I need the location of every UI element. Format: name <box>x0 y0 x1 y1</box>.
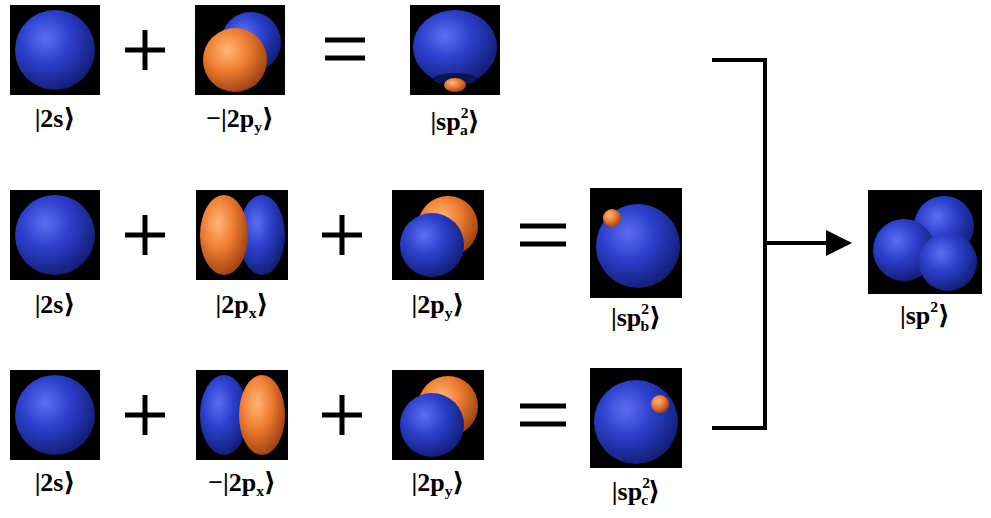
subscript: c <box>641 491 648 508</box>
ket-label: |sp2⟩ <box>900 298 950 331</box>
ket-text: ⟩ <box>264 468 276 497</box>
subscript: b <box>640 317 649 334</box>
ket-text: ⟩ <box>453 290 465 319</box>
ket-text: ⟩ <box>648 477 660 506</box>
orbital-2px-neg <box>196 370 288 460</box>
superscript: 2 <box>461 104 469 121</box>
ket-text: |2s⟩ <box>35 468 76 497</box>
ket-label: −|2px⟩ <box>208 468 276 500</box>
orbital-sp2a <box>410 5 500 95</box>
ket-label: |2s⟩ <box>35 468 76 498</box>
ket-label: |sp2b⟩ <box>611 300 661 335</box>
orbital-sp2c <box>590 368 682 468</box>
orbital-2s <box>10 5 100 95</box>
ket-text: |2s⟩ <box>35 104 76 133</box>
ket-text: ⟩ <box>938 301 950 330</box>
operator-signs <box>125 30 566 435</box>
ket-text: |sp <box>900 301 930 330</box>
orbital-2s <box>10 370 100 460</box>
ket-text: |2p <box>412 290 445 319</box>
ket-text: ⟩ <box>468 107 480 136</box>
superscript: 2 <box>641 300 649 317</box>
orbital-2py <box>392 370 484 460</box>
orbital-2s <box>10 190 100 280</box>
subscript: x <box>249 304 257 321</box>
ket-text: |sp <box>611 303 641 332</box>
ket-label: |2s⟩ <box>35 290 76 320</box>
subscript: y <box>254 118 262 135</box>
orbital-2px <box>196 190 288 280</box>
ket-text: |2s⟩ <box>35 290 76 319</box>
ket-text: −|2p <box>206 104 254 133</box>
ket-text: ⟩ <box>649 303 661 332</box>
ket-label: |sp2a⟩ <box>430 104 479 139</box>
ket-text: ⟩ <box>453 468 465 497</box>
bracket-arrow <box>712 60 852 428</box>
orbital-sp2 <box>868 190 982 294</box>
subscript: y <box>445 304 453 321</box>
orbital-2py-neg <box>195 5 285 95</box>
ket-text: |2p <box>216 290 249 319</box>
ket-text: |sp <box>612 477 642 506</box>
ket-text: −|2p <box>208 468 256 497</box>
ket-text: ⟩ <box>257 290 269 319</box>
orbital-sp2b <box>590 188 682 298</box>
ket-label: |2s⟩ <box>35 104 76 134</box>
subscript: x <box>256 482 264 499</box>
ket-text: ⟩ <box>262 104 274 133</box>
ket-text: |2p <box>412 468 445 497</box>
ket-label: |sp2c⟩ <box>612 474 660 509</box>
orbital-2py <box>392 190 484 280</box>
superscript: 2 <box>930 298 938 315</box>
subscript: a <box>460 121 468 138</box>
ket-text: |sp <box>430 107 460 136</box>
ket-label: −|2py⟩ <box>206 104 274 136</box>
subscript: y <box>445 482 453 499</box>
ket-label: |2py⟩ <box>412 290 465 322</box>
ket-label: |2px⟩ <box>216 290 269 322</box>
ket-label: |2py⟩ <box>412 468 465 500</box>
